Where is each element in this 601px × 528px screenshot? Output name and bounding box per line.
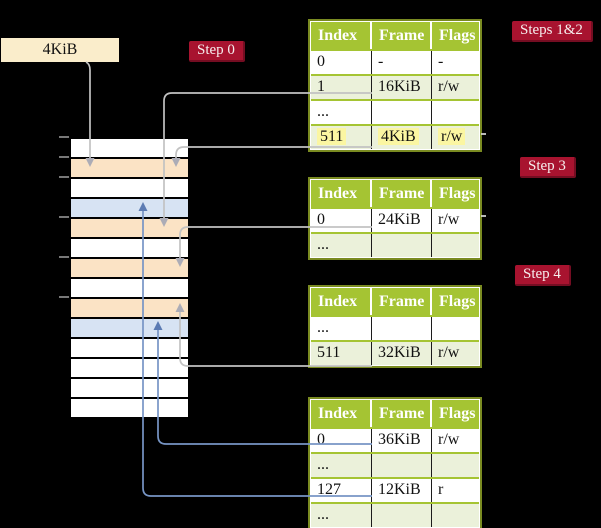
table-cell-index: 127: [311, 479, 372, 502]
memory-row-11: [71, 339, 188, 359]
table-header-cell-frame: Frame: [372, 400, 432, 427]
table-cell-flags: r/w: [438, 344, 460, 361]
memory-row-14: [71, 399, 188, 417]
table-cell-frame: -: [372, 51, 432, 74]
table-cell-index: ...: [311, 504, 372, 527]
table-cell-index: ...: [311, 101, 372, 124]
memory-row-7: [71, 259, 188, 279]
table-cell-frame: 32KiB: [372, 342, 432, 365]
step-0-label: Step 0: [189, 41, 245, 62]
memory-row-6: [71, 239, 188, 259]
table-cell-frame: [372, 317, 432, 340]
table-row: ...: [311, 502, 479, 527]
table-header-cell-index: Index: [311, 180, 372, 207]
table-cell-frame: [372, 234, 432, 257]
table-cell-frame: 24KiB: [372, 209, 432, 232]
table-cell-flags: r/w: [438, 431, 460, 448]
table-cell-frame: 36KiB: [372, 429, 432, 452]
table-cell-index: 0: [311, 51, 372, 74]
table-cell-index: ...: [311, 317, 372, 340]
highlighted-value: 511: [317, 128, 347, 145]
memory-row-9: [71, 299, 188, 319]
memory-row-4: [71, 199, 188, 219]
table-header-cell-flags: Flags: [439, 293, 476, 310]
table-cell-frame: 16KiB: [372, 76, 432, 99]
table-cell-index: 511: [311, 342, 372, 365]
table-cell-flags: [432, 317, 479, 340]
table-cell-index: 0: [311, 209, 372, 232]
table-row: ...: [311, 452, 479, 477]
table-cell-flags: -: [438, 53, 444, 70]
table-header-cell-flags: Flags: [439, 27, 476, 44]
table-cell-frame: [372, 504, 432, 527]
table-header-cell-flags: Flags: [439, 405, 476, 422]
steps-1-2-label: Steps 1&2: [512, 21, 593, 42]
table-header-cell-frame: Frame: [372, 22, 432, 49]
table-cell-index: 1: [311, 76, 372, 99]
memory-row-8: [71, 279, 188, 299]
table-cell-frame: 12KiB: [372, 479, 432, 502]
table-cell-frame: [372, 101, 432, 124]
table-header-cell-frame: Frame: [372, 180, 432, 207]
table-cell-flags: [432, 504, 479, 527]
memory-row-5: [71, 219, 188, 239]
table-cell-flags: [432, 234, 479, 257]
table-row: ...: [311, 232, 479, 257]
table-cell-flags: r/w: [438, 211, 460, 228]
memory-row-2: [71, 159, 188, 179]
table-cell-flags: r/w: [432, 126, 479, 149]
table-cell-flags: [432, 101, 479, 124]
memory-row-3: [71, 179, 188, 199]
table-header-cell-frame: Frame: [372, 288, 432, 315]
table-cell-index: ...: [311, 234, 372, 257]
memory-row-12: [71, 359, 188, 379]
page-size-box: 4KiB: [1, 38, 119, 62]
table-header-cell-index: Index: [311, 22, 372, 49]
highlighted-value: r/w: [438, 128, 466, 145]
memory-row-1: [71, 139, 188, 159]
highlighted-value: 4KiB: [378, 128, 419, 145]
table-cell-frame: 4KiB: [372, 126, 432, 149]
table-cell-index: ...: [311, 454, 372, 477]
table-cell-flags: r/w: [438, 78, 460, 95]
step-3-label: Step 3: [520, 157, 576, 178]
memory-address-ticks: [59, 136, 69, 298]
table-header-cell-flags: Flags: [439, 185, 476, 202]
table-row: ...: [311, 99, 479, 124]
table-row: 0--: [311, 49, 479, 74]
table-row: ...: [311, 315, 479, 340]
table-cell-flags: r: [438, 481, 444, 498]
table-cell-index: 0: [311, 429, 372, 452]
table-cell-index: 511: [311, 126, 372, 149]
table-row: 511 4KiB r/w: [311, 124, 479, 149]
memory-row-10: [71, 319, 188, 339]
table-cell-flags: [432, 454, 479, 477]
memory-row-13: [71, 379, 188, 399]
table-cell-frame: [372, 454, 432, 477]
memory-column: [69, 137, 190, 419]
table-header-cell-index: Index: [311, 288, 372, 315]
step-4-label: Step 4: [515, 265, 571, 286]
table-header-cell-index: Index: [311, 400, 372, 427]
